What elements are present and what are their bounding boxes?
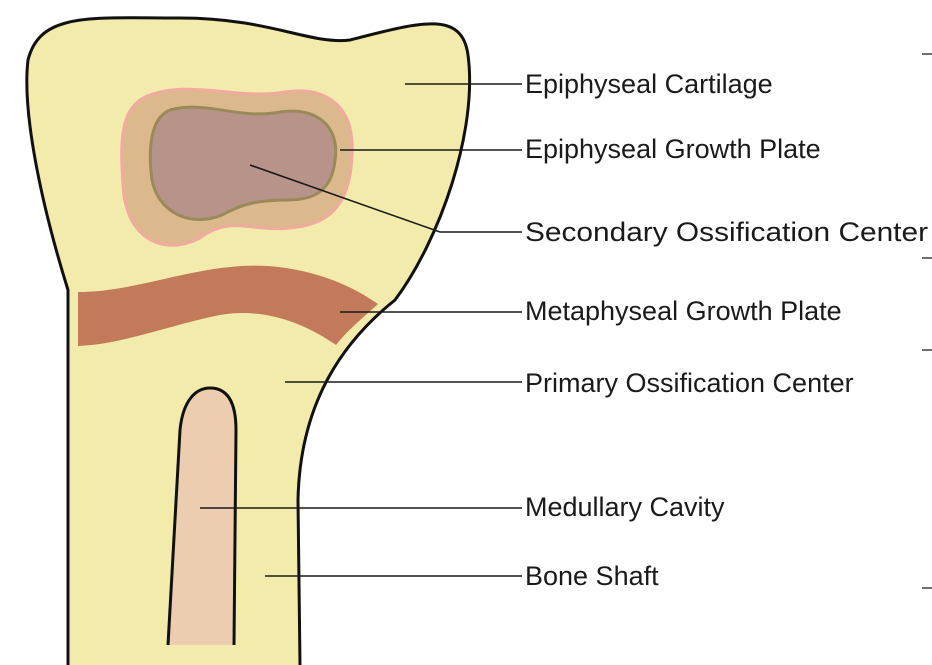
label-epiphyseal-cartilage: Epiphyseal Cartilage xyxy=(525,69,773,99)
label-bone-shaft: Bone Shaft xyxy=(525,561,659,591)
label-epiphyseal-growth-plate: Epiphyseal Growth Plate xyxy=(525,134,821,164)
label-secondary-ossification-center: Secondary Ossification Center xyxy=(525,217,928,247)
label-medullary-cavity: Medullary Cavity xyxy=(525,492,725,522)
label-primary-ossification-center: Primary Ossification Center xyxy=(525,368,854,398)
label-metaphyseal-growth-plate: Metaphyseal Growth Plate xyxy=(525,296,842,326)
